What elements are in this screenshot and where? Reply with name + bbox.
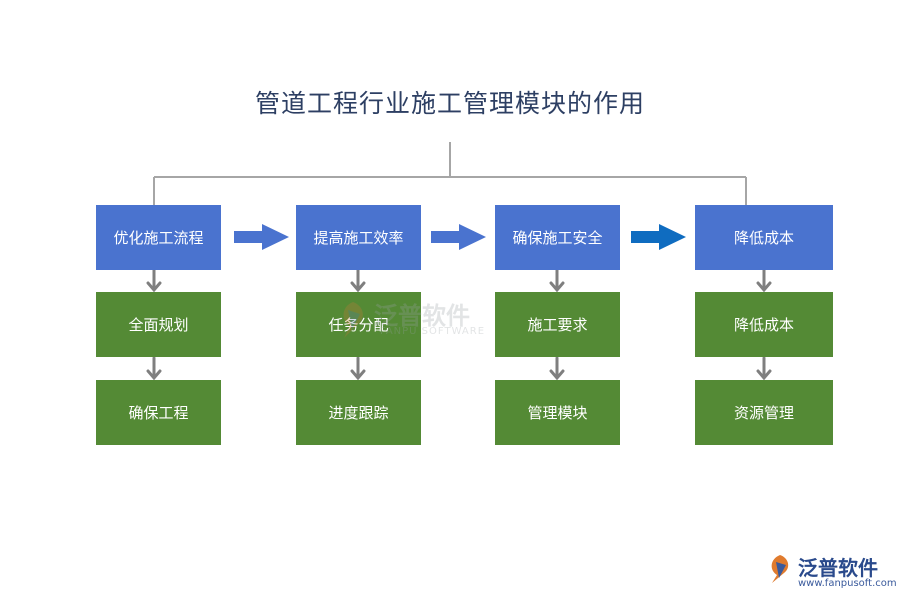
item-box-4-2: 资源管理 — [695, 380, 833, 445]
item-box-3-2: 管理模块 — [495, 380, 620, 445]
arrow-right-2 — [431, 224, 486, 250]
item-box-1-2: 确保工程 — [96, 380, 221, 445]
header-box-4: 降低成本 — [695, 205, 833, 270]
brand-url[interactable]: www.fanpusoft.com — [798, 578, 897, 589]
fanpu-logo-icon — [771, 555, 789, 583]
item-box-2-1: 任务分配 — [296, 292, 421, 357]
diagram-title: 管道工程行业施工管理模块的作用 — [254, 89, 645, 118]
item-box-2-2: 进度跟踪 — [296, 380, 421, 445]
arrow-right-3 — [631, 224, 686, 250]
header-box-2: 提高施工效率 — [296, 205, 421, 270]
arrow-right-1 — [234, 224, 289, 250]
item-box-3-1: 施工要求 — [495, 292, 620, 357]
item-box-4-1: 降低成本 — [695, 292, 833, 357]
brand-name: 泛普软件 — [798, 556, 878, 580]
header-box-1: 优化施工流程 — [96, 205, 221, 270]
header-box-3: 确保施工安全 — [495, 205, 620, 270]
item-box-1-1: 全面规划 — [96, 292, 221, 357]
brand-logo-block[interactable]: 泛普软件 www.fanpusoft.com — [766, 552, 897, 596]
